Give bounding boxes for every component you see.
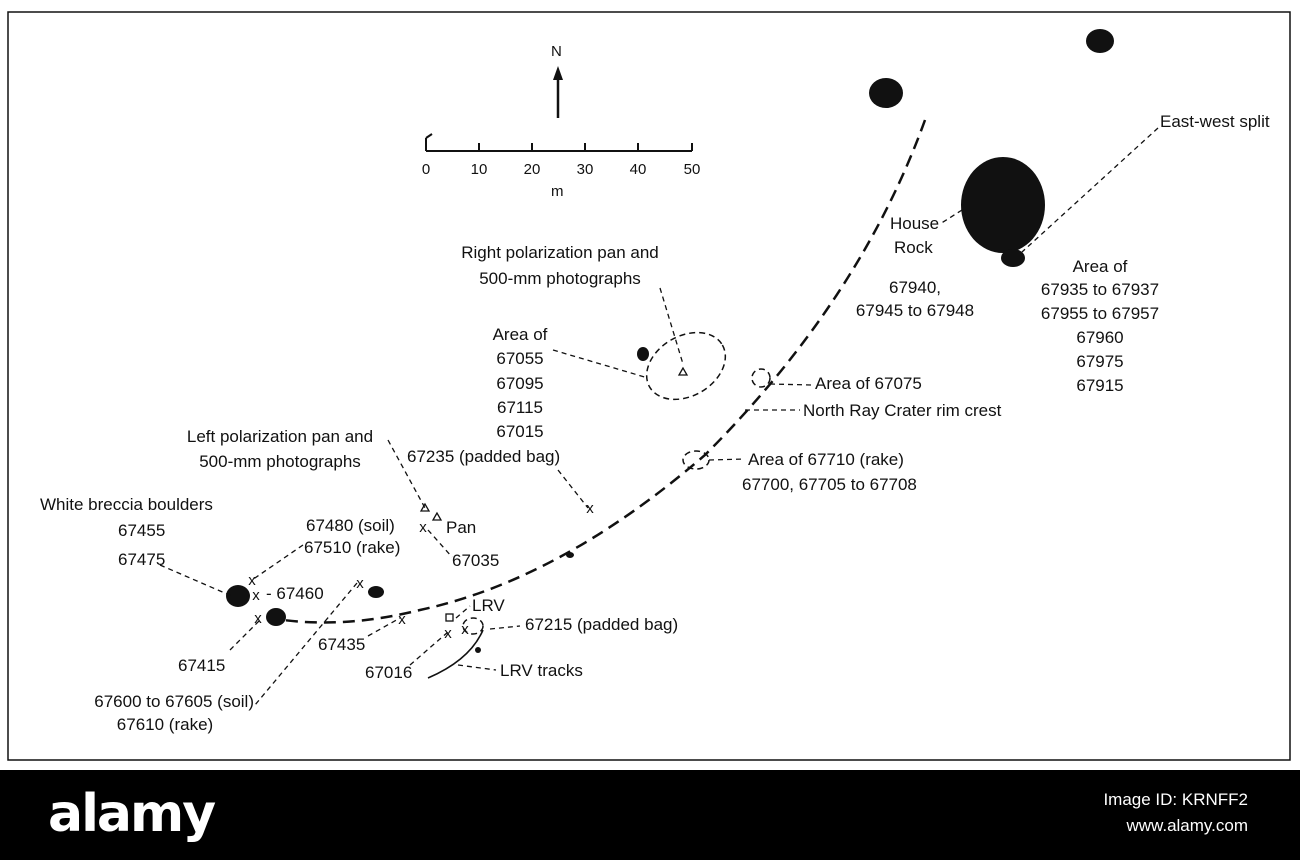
watermark-footer: alamy Image ID: KRNFF2 www.alamy.com <box>0 770 1300 860</box>
label-rim-crest: North Ray Crater rim crest <box>803 401 1002 420</box>
label-house: House <box>890 214 940 233</box>
boulders <box>226 29 1114 653</box>
label-area-of-east: Area of <box>1072 257 1128 276</box>
label-67475: 67475 <box>118 550 166 569</box>
svg-text:x: x <box>586 500 594 517</box>
brand-logo: alamy <box>48 784 216 844</box>
label-lrv: LRV <box>472 596 505 615</box>
label-67215: 67215 (padded bag) <box>525 615 679 634</box>
label-east-sample: 67960 <box>1076 328 1124 347</box>
label-white-breccia: White breccia boulders <box>40 495 213 514</box>
label-67945-to-67948: 67945 to 67948 <box>855 301 975 320</box>
scale-tick-0: 0 <box>421 161 431 178</box>
svg-text:x: x <box>252 587 260 604</box>
label-west-sample: 67015 <box>496 422 544 441</box>
label-right-pan-2: 500-mm photographs <box>479 269 641 288</box>
scale-tick-10: 10 <box>470 161 488 178</box>
north-label: N <box>551 43 562 60</box>
label-rock: Rock <box>894 238 933 257</box>
north-arrow-head <box>553 66 563 80</box>
traverse-map: x x x x x x x x x N 0 10 20 30 40 50 m E… <box>7 11 1291 761</box>
label-67510: 67510 (rake) <box>304 538 401 557</box>
label-67610: 67610 (rake) <box>116 715 214 734</box>
label-67016: 67016 <box>365 663 413 682</box>
label-east-west-split: East-west split <box>1160 112 1270 131</box>
label-east-sample: 67915 <box>1076 376 1124 395</box>
scale-tick-30: 30 <box>576 161 594 178</box>
label-67600: 67600 to 67605 (soil) <box>94 692 254 711</box>
svg-text:x: x <box>356 575 364 592</box>
svg-text:x: x <box>444 625 452 642</box>
label-67035: 67035 <box>452 551 500 570</box>
label-67415: 67415 <box>178 656 226 675</box>
map-frame <box>7 11 1291 761</box>
svg-text:x: x <box>254 610 262 627</box>
label-67940: 67940, <box>889 278 941 297</box>
map-graphics: x x x x x x x x x <box>7 11 1291 761</box>
scale-unit: m <box>551 183 564 200</box>
label-lrv-tracks: LRV tracks <box>500 661 583 680</box>
label-east-sample: 67975 <box>1076 352 1124 371</box>
label-67700: 67700, 67705 to 67708 <box>742 475 917 494</box>
label-right-pan-1: Right polarization pan and <box>461 243 659 262</box>
scale-tick-40: 40 <box>629 161 647 178</box>
label-67460: - 67460 <box>266 584 324 603</box>
label-left-pan-1: Left polarization pan and <box>186 427 374 446</box>
label-pan: Pan <box>446 518 477 537</box>
scale-tick-50: 50 <box>683 161 701 178</box>
label-left-pan-2: 500-mm photographs <box>199 452 361 471</box>
label-area-67710: Area of 67710 (rake) <box>748 450 904 469</box>
scale-bar-graphic <box>425 133 693 152</box>
label-west-sample: 67115 <box>496 398 543 417</box>
label-area-67075: Area of 67075 <box>815 374 922 393</box>
label-67435: 67435 <box>318 635 366 654</box>
label-east-sample: 67935 to 67937 <box>1040 280 1160 299</box>
svg-text:x: x <box>461 621 469 638</box>
label-east-sample: 67955 to 67957 <box>1040 304 1160 323</box>
rim-crest-line <box>269 119 927 624</box>
svg-text:x: x <box>248 572 256 589</box>
label-67480: 67480 (soil) <box>306 516 395 535</box>
image-id-text: Image ID: KRNFF2 <box>1103 790 1248 809</box>
scale-tick-20: 20 <box>523 161 541 178</box>
svg-text:x: x <box>419 519 427 536</box>
pan-triangles <box>419 366 689 521</box>
sample-x-markers: x x x x x x x x x <box>248 500 594 642</box>
label-area-of-west: Area of <box>492 325 548 344</box>
label-67455: 67455 <box>118 521 166 540</box>
label-west-sample: 67095 <box>496 374 544 393</box>
svg-text:x: x <box>398 611 406 628</box>
leader-lines <box>159 127 1159 706</box>
site-url: www.alamy.com <box>1126 816 1248 835</box>
label-67235: 67235 (padded bag) <box>407 447 561 466</box>
lrv-marker <box>445 613 454 622</box>
lrv-tracks-line <box>427 629 484 679</box>
label-west-sample: 67055 <box>496 349 544 368</box>
